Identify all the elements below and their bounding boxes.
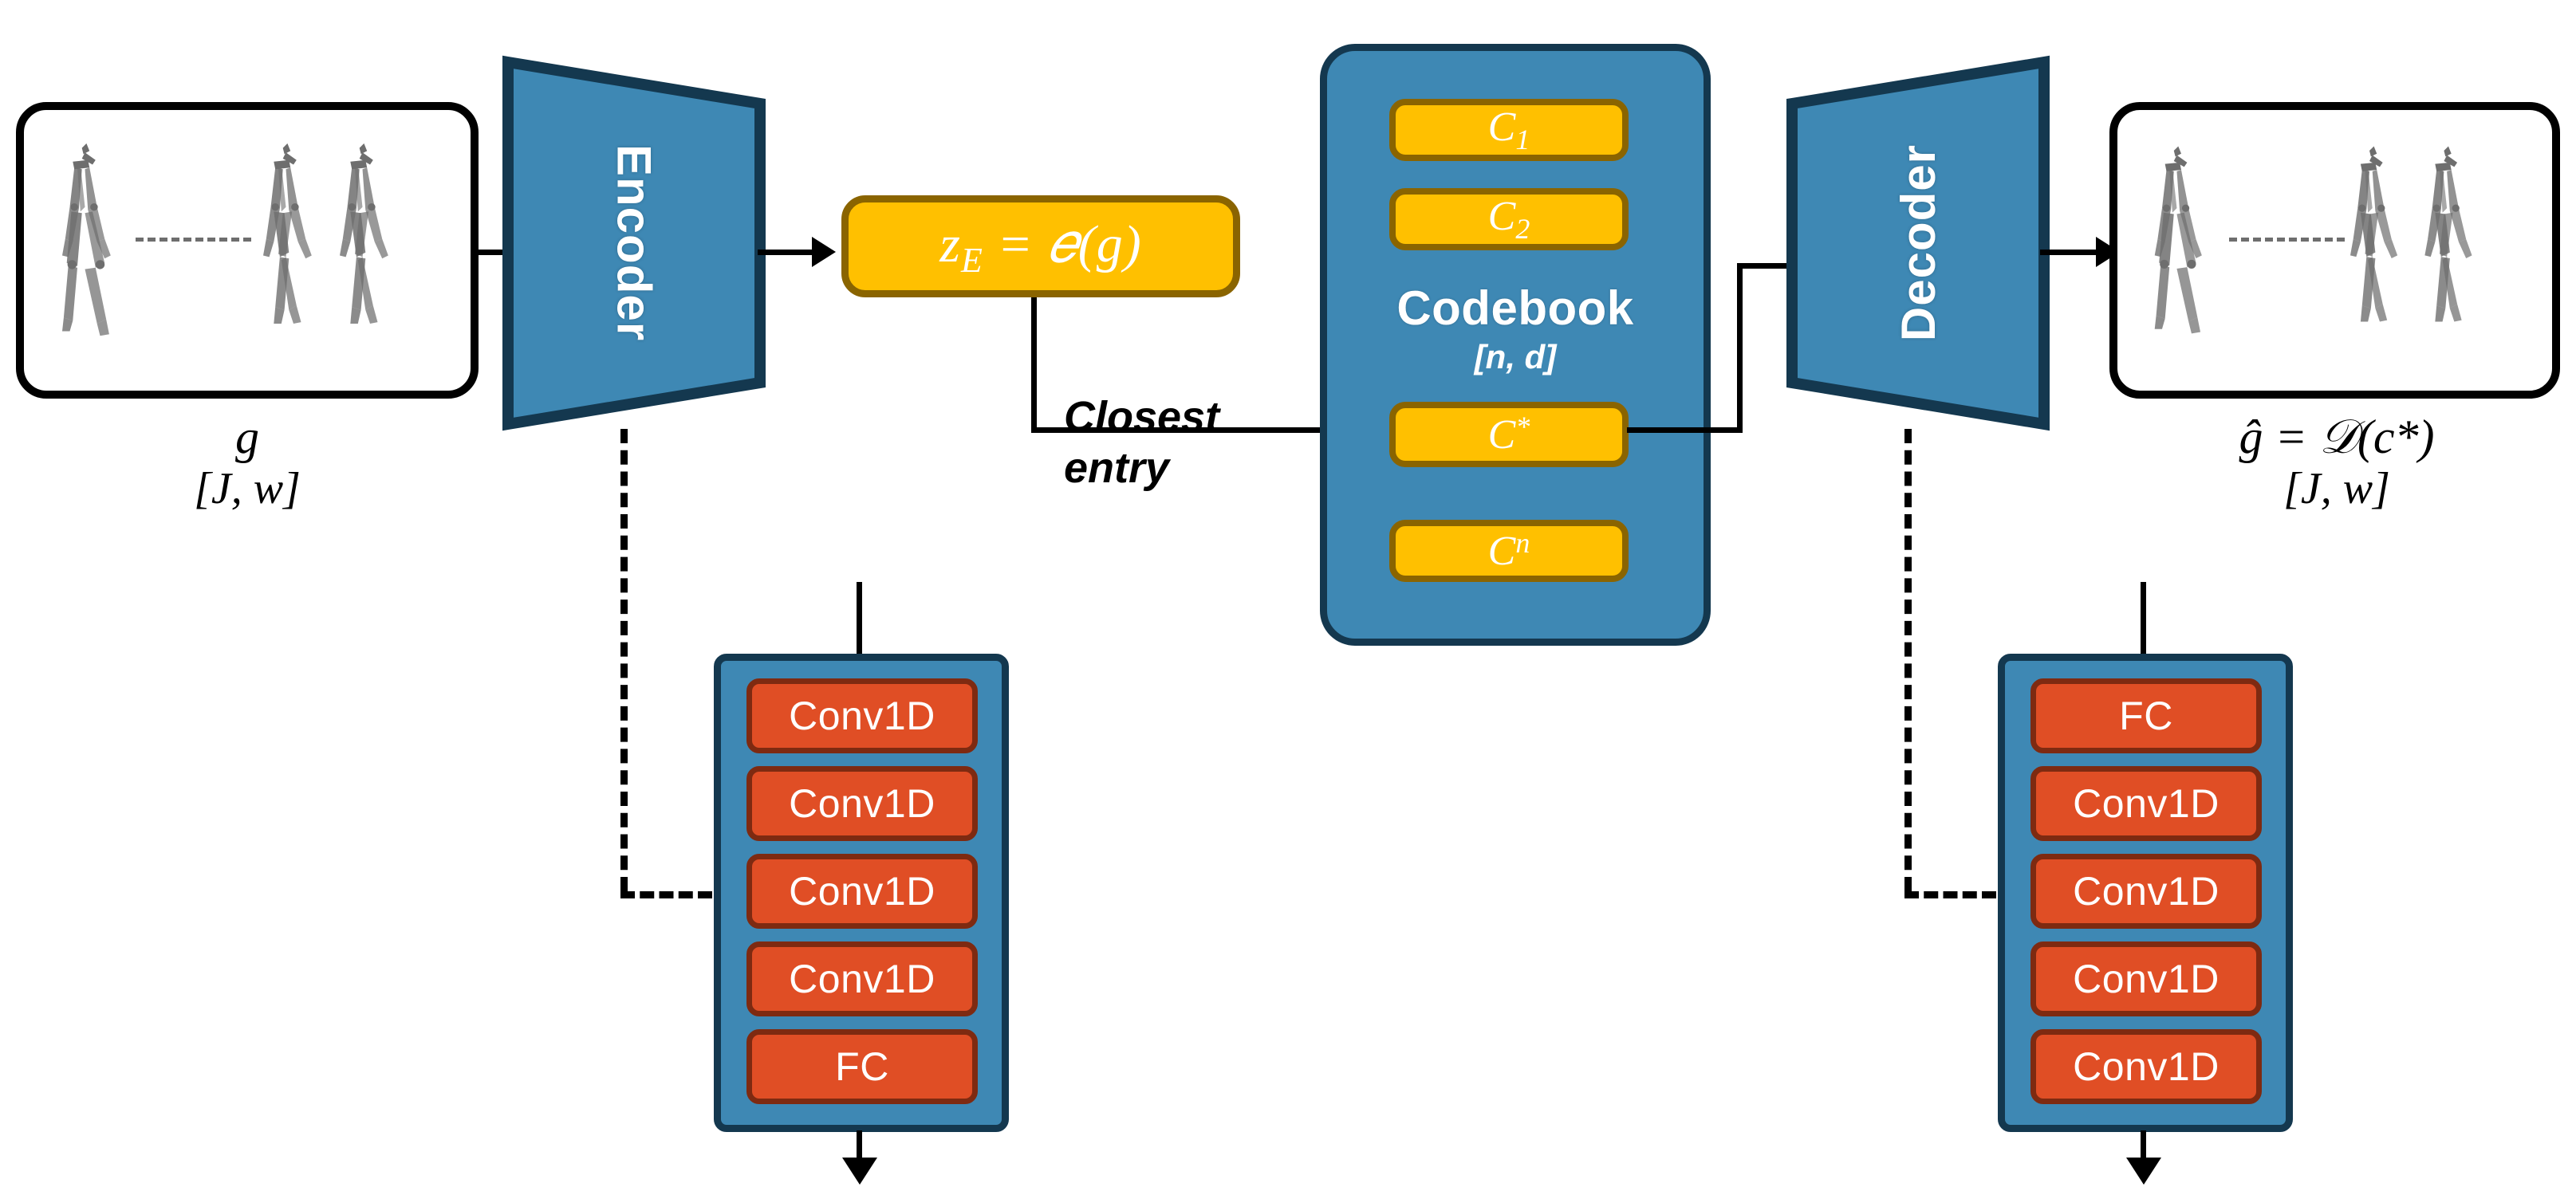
input-caption-line1: g	[235, 411, 259, 463]
codebook-block[interactable]: C1 C2 Codebook [n, d] C* Cn	[1320, 44, 1711, 646]
decoder-label: Decoder	[1891, 144, 1945, 342]
codebook-entry-3-label: Cn	[1487, 527, 1530, 575]
decoder-stack-output-arrow	[2126, 1158, 2161, 1185]
quantize-line-vertical	[1031, 297, 1037, 433]
sequence-ellipsis-dash	[2229, 238, 2345, 242]
decoder-layer-4[interactable]: Conv1D	[2030, 1029, 2262, 1104]
decoder-stack-output-line	[2141, 1130, 2146, 1164]
closest-entry-label: Closest entry	[1064, 392, 1303, 493]
encoder-stack-output-line	[857, 1130, 862, 1164]
arrow-encoder-to-latent-line	[758, 250, 813, 255]
codebook-entry-2-label: C*	[1487, 411, 1530, 458]
decoder-layer-2[interactable]: Conv1D	[2030, 854, 2262, 929]
closest-entry-line1: Closest	[1064, 393, 1220, 441]
encoder-layer-4[interactable]: FC	[746, 1029, 978, 1104]
decoder-detail-dash-horizontal	[1904, 891, 1996, 898]
latent-expression: zE = 𝑒(g)	[939, 212, 1142, 281]
encoder-layer-1[interactable]: Conv1D	[746, 766, 978, 841]
encoder-block[interactable]: Encoder	[498, 48, 770, 438]
codebook-dims: [n, d]	[1474, 338, 1557, 375]
encoder-stack-input-line	[857, 582, 862, 670]
input-caption-line2: [J, w]	[194, 464, 301, 514]
output-caption-line1: ĝ = 𝒟(c*)	[2239, 411, 2435, 463]
output-caption: ĝ = 𝒟(c*) [J, w]	[2153, 411, 2520, 514]
encoder-layer-0[interactable]: Conv1D	[746, 678, 978, 753]
encoder-layer-stack[interactable]: Conv1D Conv1D Conv1D Conv1D FC	[714, 654, 1009, 1132]
decoder-stack-input-line	[2141, 582, 2146, 670]
decoder-layer-0[interactable]: FC	[2030, 678, 2262, 753]
decoder-label-wrap: Decoder	[1782, 48, 2054, 438]
codebook-entry-1-label: C2	[1487, 194, 1530, 245]
codebook-entry-0[interactable]: C1	[1389, 99, 1629, 161]
arrow-decoder-to-output-line	[2040, 250, 2097, 255]
codebook-entry-2-selected[interactable]: C*	[1389, 402, 1629, 467]
codebook-entry-0-label: C1	[1487, 104, 1530, 155]
encoder-detail-dash-vertical	[620, 429, 628, 891]
arrow-encoder-to-latent-head	[812, 237, 836, 267]
encoder-label-wrap: Encoder	[498, 48, 770, 438]
encoder-layer-2[interactable]: Conv1D	[746, 854, 978, 929]
decoder-detail-dash-vertical	[1904, 429, 1912, 891]
arrow-codebook-to-decoder-vertical	[1737, 263, 1743, 430]
decoder-layer-1[interactable]: Conv1D	[2030, 766, 2262, 841]
decoder-layer-3[interactable]: Conv1D	[2030, 941, 2262, 1016]
codebook-title: Codebook	[1396, 281, 1634, 335]
latent-code-box[interactable]: zE = 𝑒(g)	[841, 195, 1240, 297]
arrow-codebook-to-decoder-seg1	[1627, 427, 1743, 433]
codebook-entry-1[interactable]: C2	[1389, 188, 1629, 250]
output-caption-line2: [J, w]	[2283, 464, 2390, 514]
encoder-stack-output-arrow	[842, 1158, 877, 1185]
encoder-detail-dash-horizontal	[620, 891, 712, 898]
input-motion-sequence	[16, 102, 479, 399]
sequence-ellipsis-dash	[136, 238, 251, 242]
closest-entry-line2: entry	[1064, 443, 1170, 492]
input-caption: g [J, w]	[76, 411, 419, 514]
codebook-entry-3[interactable]: Cn	[1389, 520, 1629, 582]
decoder-block[interactable]: Decoder	[1782, 48, 2054, 438]
encoder-label: Encoder	[607, 144, 661, 342]
reconstructed-motion-sequence	[2109, 102, 2560, 399]
encoder-layer-3[interactable]: Conv1D	[746, 941, 978, 1016]
decoder-layer-stack[interactable]: FC Conv1D Conv1D Conv1D Conv1D	[1998, 654, 2293, 1132]
quantize-line-horizontal	[1031, 427, 1349, 433]
